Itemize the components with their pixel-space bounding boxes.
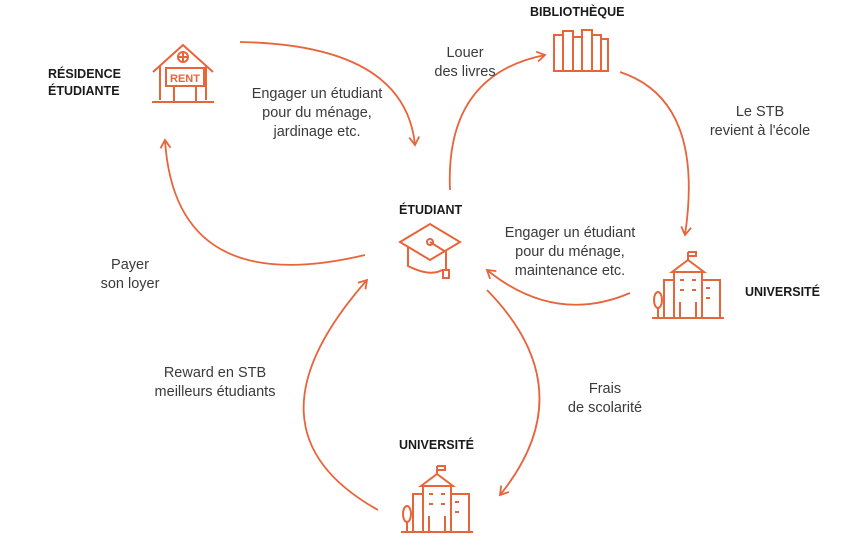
residence-line2: ÉTUDIANTE	[48, 84, 120, 98]
label-line: Le STB	[735, 104, 785, 120]
label-etu-to-uni: Frais de scolarité	[555, 380, 655, 418]
residence-line1: RÉSIDENCE	[48, 67, 121, 81]
label-line: son loyer	[100, 276, 160, 292]
label-line: Engager un étudiant	[251, 86, 383, 102]
label-line: Engager un étudiant	[504, 225, 636, 241]
label-line: de scolarité	[567, 400, 643, 416]
label-line: Louer	[446, 45, 484, 61]
graduation-cap-icon	[398, 222, 462, 279]
arrow-bibliotheque-to-universite	[619, 71, 692, 237]
arrow-residence-to-etudiant	[239, 41, 420, 147]
label-res-to-etu: Engager un étudiant pour du ménage, jardin…	[236, 85, 398, 142]
label-line: Payer	[111, 257, 149, 273]
label-line: revient à l'école	[709, 123, 811, 139]
label-etu-to-res: Payer son loyer	[85, 256, 175, 294]
node-universite-right-label: UNIVERSITÉ	[745, 285, 821, 299]
label-uni-bottom-to-etu: Reward en STB meilleurs étudiants	[135, 364, 295, 402]
label-etu-to-bib: Louer des livres	[425, 44, 505, 82]
arrow-etudiant-to-universite-bottom	[486, 289, 541, 497]
label-line: Reward en STB	[163, 365, 267, 381]
arrow-etudiant-to-bibliotheque	[448, 50, 547, 191]
arrow-universite-to-etudiant	[485, 268, 631, 306]
house-rent-icon: RENT	[152, 43, 214, 103]
label-line: maintenance etc.	[514, 263, 626, 279]
label-line: jardinage etc.	[273, 124, 361, 140]
university-building-icon	[401, 465, 473, 533]
label-uni-to-etu: Engager un étudiant pour du ménage, mainte…	[488, 224, 652, 281]
arrow-etudiant-to-residence	[159, 138, 366, 266]
node-bibliotheque-label: BIBLIOTHÈQUE	[530, 5, 625, 19]
label-line: meilleurs étudiants	[154, 384, 276, 400]
arrow-universite-bottom-to-etudiant	[302, 278, 379, 511]
node-universite-bottom-label: UNIVERSITÉ	[399, 438, 475, 452]
label-bib-to-uni: Le STB revient à l'école	[695, 103, 825, 141]
university-building-icon	[652, 251, 724, 319]
rent-sign-text: RENT	[170, 73, 200, 85]
label-line: pour du ménage,	[515, 244, 625, 260]
node-residence-label: RÉSIDENCE ÉTUDIANTE	[48, 66, 121, 100]
label-line: des livres	[434, 64, 496, 80]
node-etudiant-label: ÉTUDIANT	[399, 203, 463, 217]
books-icon	[553, 29, 609, 72]
label-line: pour du ménage,	[262, 105, 372, 121]
label-line: Frais	[588, 381, 622, 397]
